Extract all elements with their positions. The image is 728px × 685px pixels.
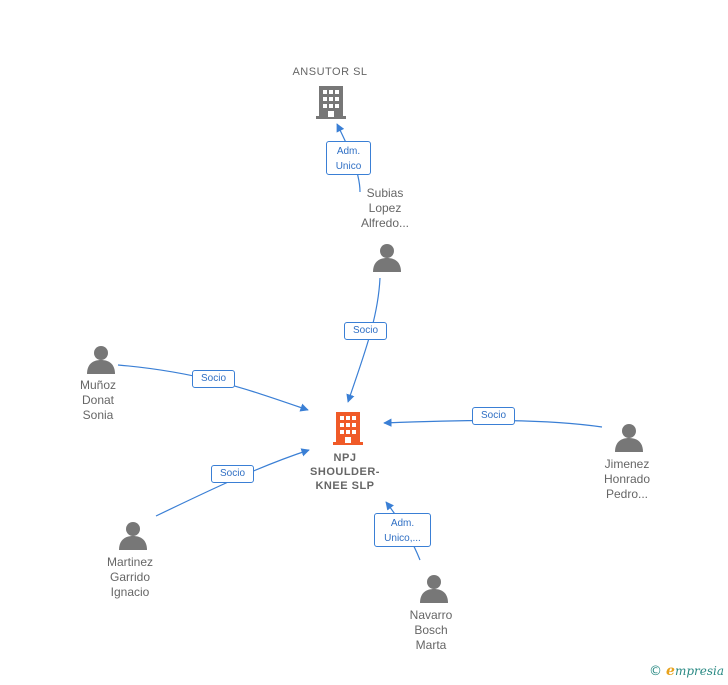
edge-label-socio[interactable]: Socio	[211, 465, 254, 483]
company-label-ansutor[interactable]: ANSUTOR SL	[292, 66, 368, 78]
building-icon[interactable]	[315, 84, 347, 120]
edge-label-socio[interactable]: Socio	[192, 370, 235, 388]
building-icon[interactable]	[332, 410, 364, 446]
edge-label-socio[interactable]: Socio	[472, 407, 515, 425]
person-label-munoz[interactable]: Muñoz Donat Sonia	[79, 378, 117, 422]
person-icon[interactable]	[117, 520, 149, 550]
person-icon[interactable]	[613, 422, 645, 452]
edge-martinez-npj	[155, 448, 310, 517]
person-icon[interactable]	[371, 242, 403, 272]
brand-initial: e	[666, 663, 675, 679]
person-label-subias[interactable]: Subias Lopez Alfredo...	[360, 186, 410, 230]
brand-logo: ©empresia	[649, 663, 724, 679]
edge-label-adm-unico[interactable]: Adm. Unico,...	[374, 513, 431, 547]
brand-name: mpresia	[674, 664, 724, 678]
person-label-jimenez[interactable]: Jimenez Honrado Pedro...	[603, 457, 651, 501]
person-icon[interactable]	[418, 573, 450, 603]
edge-label-socio[interactable]: Socio	[344, 322, 387, 340]
person-label-martinez[interactable]: Martinez Garrido Ignacio	[106, 555, 153, 599]
edge-label-adm-unico[interactable]: Adm. Unico	[326, 141, 371, 175]
person-label-navarro[interactable]: Navarro Bosch Marta	[409, 608, 453, 652]
edge-subias-npj	[346, 277, 381, 403]
copyright-icon: ©	[649, 664, 663, 679]
person-icon[interactable]	[85, 344, 117, 374]
company-label-npj[interactable]: NPJ SHOULDER- KNEE SLP	[310, 452, 380, 492]
